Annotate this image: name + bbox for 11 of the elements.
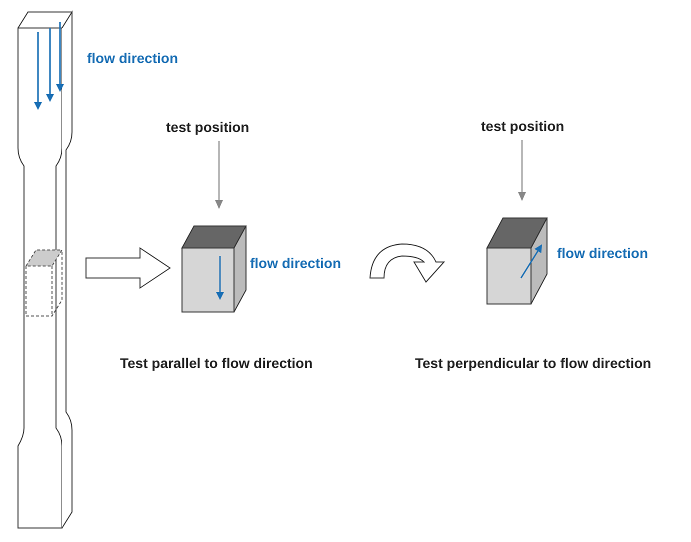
callout-text: test position xyxy=(481,118,564,134)
flow-direction-label: flow direction xyxy=(87,50,178,67)
block-arrow xyxy=(86,247,171,289)
arrow xyxy=(215,141,223,209)
arrow xyxy=(518,140,526,201)
flow-direction-label: flow direction xyxy=(250,255,341,272)
curved-arrow xyxy=(370,244,444,282)
caption-text: Test perpendicular to flow direction xyxy=(415,355,652,372)
callout-text: test position xyxy=(166,119,250,135)
caption-text: Test parallel to flow direction xyxy=(120,355,313,372)
flow-direction-label: flow direction xyxy=(557,245,648,262)
